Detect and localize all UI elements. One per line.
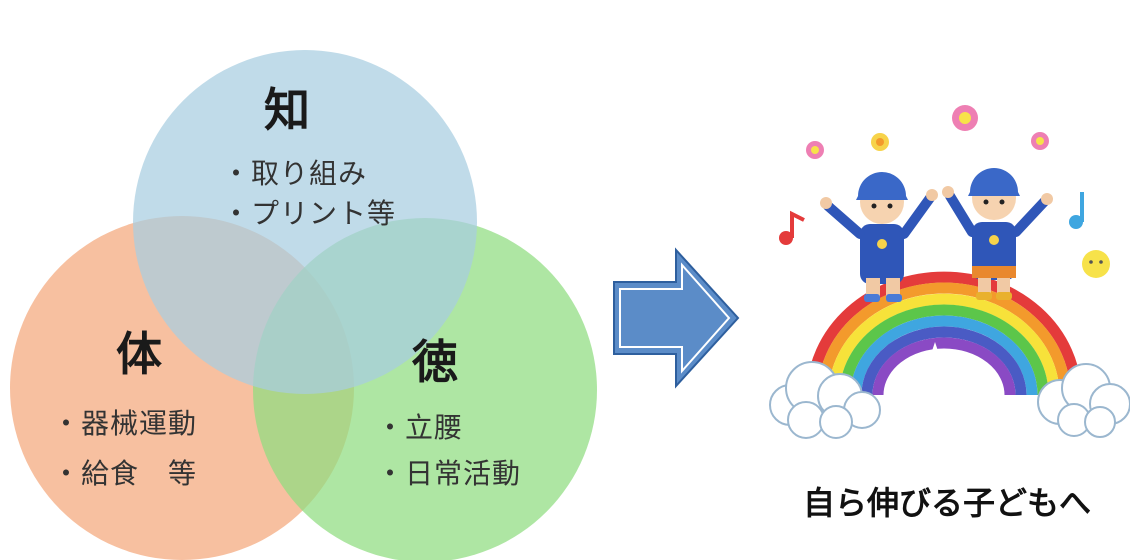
venn-diagram	[10, 50, 597, 560]
right-arrow-icon	[613, 247, 740, 389]
venn-left-title: 体	[116, 327, 162, 381]
venn-top-title: 知	[264, 83, 310, 137]
venn-left-item-2: ・給食 等	[52, 457, 198, 490]
venn-top-item-1: ・取り組み	[222, 157, 368, 190]
venn-right-item-1: ・立腰	[376, 411, 464, 444]
venn-right-item-2: ・日常活動	[376, 457, 522, 490]
venn-right-title: 徳	[412, 335, 458, 389]
venn-left-item-1: ・器械運動	[52, 407, 198, 440]
children-on-rainbow-illustration	[769, 105, 1130, 439]
venn-top-item-2: ・プリント等	[222, 197, 397, 230]
tagline: 自ら伸びる子どもへ	[802, 484, 1091, 522]
venn-circle-top	[133, 50, 477, 394]
